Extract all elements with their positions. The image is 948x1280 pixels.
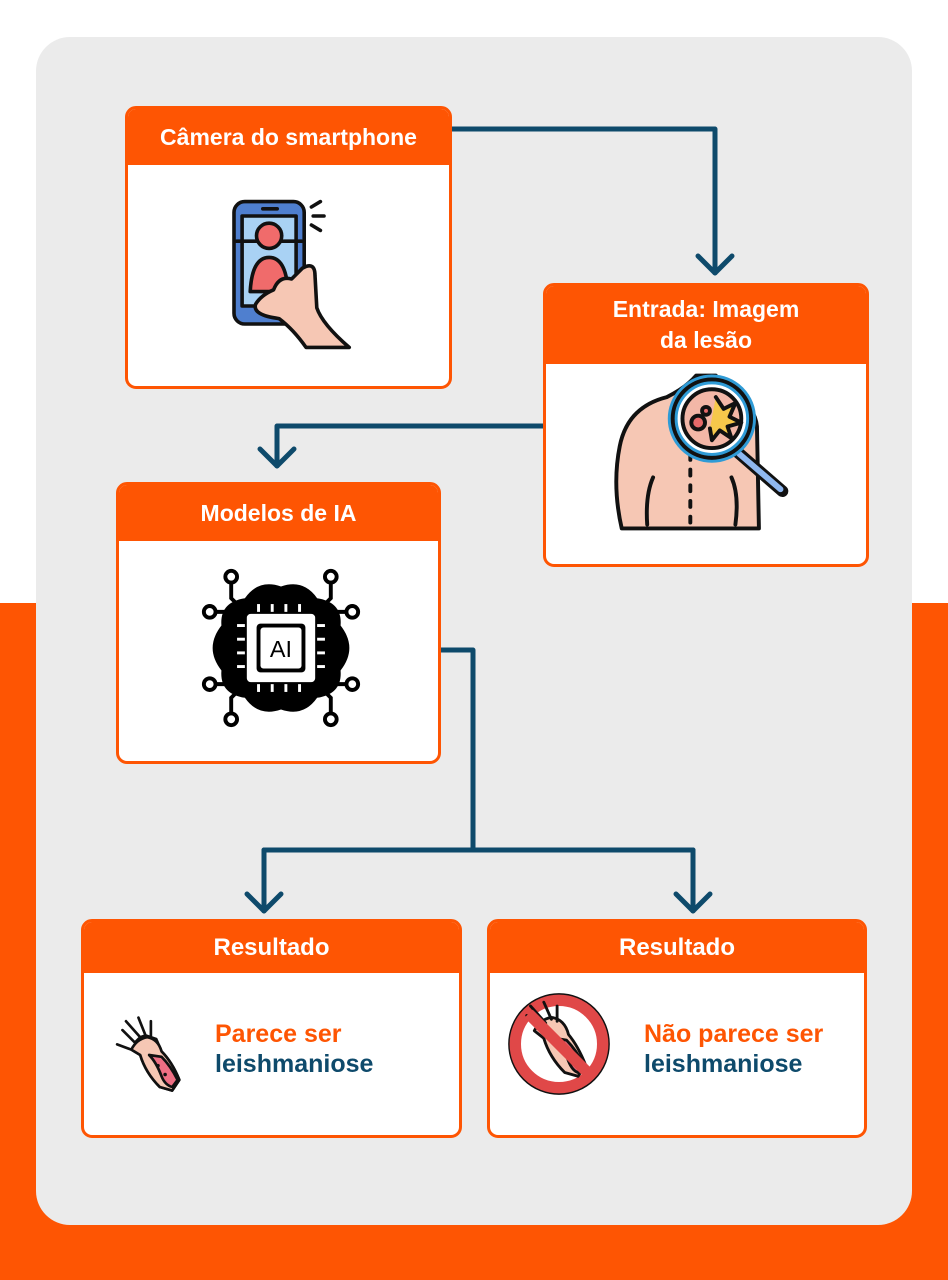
edge-camera-to-input bbox=[448, 126, 718, 276]
edge-input-to-model bbox=[274, 423, 546, 469]
result-positive-title: Resultado bbox=[84, 922, 459, 973]
node-camera-title: Câmera do smartphone bbox=[128, 109, 449, 165]
edge-model-trunk bbox=[438, 647, 476, 853]
ai-chip-icon: AI bbox=[201, 568, 361, 728]
arrowhead-result-positive bbox=[244, 891, 284, 914]
arrowhead-result-negative bbox=[673, 891, 713, 914]
result-negative-title: Resultado bbox=[490, 922, 864, 973]
arrowhead-input bbox=[695, 253, 735, 276]
result-negative-line2: leishmaniose bbox=[644, 1050, 803, 1078]
node-ai-models: Modelos de IA AI bbox=[116, 482, 441, 764]
result-negative-text: Não parece ser leishmaniose bbox=[644, 1019, 823, 1079]
skin-lesion-magnifier-icon bbox=[614, 373, 789, 531]
result-negative-line1: Não parece ser bbox=[644, 1020, 824, 1048]
node-input-title: Entrada: Imagem da lesão bbox=[546, 286, 866, 364]
smartphone-camera-icon bbox=[232, 199, 352, 350]
infected-hand-icon bbox=[115, 1016, 181, 1092]
result-positive-text: Parece ser leishmaniose bbox=[215, 1019, 373, 1079]
node-input-image: Entrada: Imagem da lesão bbox=[543, 283, 869, 567]
ai-chip-label: AI bbox=[270, 636, 292, 662]
node-result-positive: Resultado Parece ser leishmaniose bbox=[81, 919, 462, 1138]
arrowhead-model bbox=[257, 446, 297, 469]
node-camera: Câmera do smartphone bbox=[125, 106, 452, 389]
no-infected-hand-icon bbox=[508, 993, 610, 1095]
result-positive-line1: Parece ser bbox=[215, 1020, 342, 1048]
node-model-title: Modelos de IA bbox=[119, 485, 438, 541]
node-input-title-line2: da lesão bbox=[659, 327, 753, 353]
result-positive-line2: leishmaniose bbox=[215, 1050, 374, 1078]
node-result-negative: Resultado Não parece ser leishmaniose bbox=[487, 919, 867, 1138]
node-input-title-line1: Entrada: Imagem bbox=[612, 296, 800, 322]
